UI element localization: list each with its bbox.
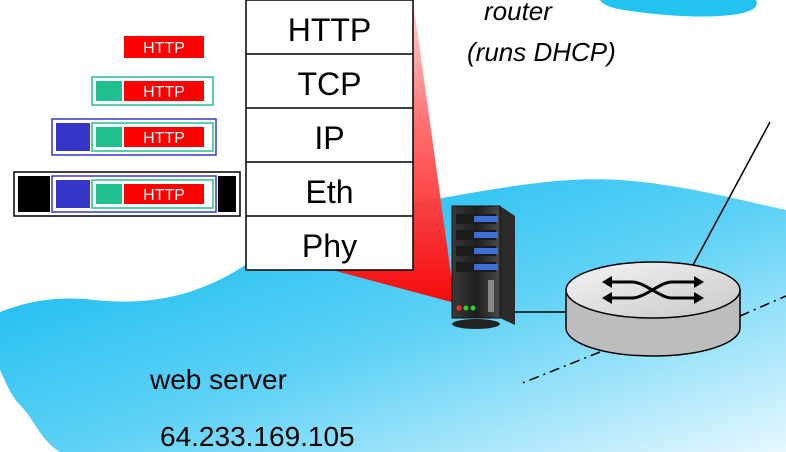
router-cloud bbox=[600, 0, 757, 17]
http-label: HTTP bbox=[143, 84, 185, 101]
router-label: router bbox=[484, 0, 553, 26]
server-ip-address: 64.233.169.105 bbox=[160, 421, 355, 452]
http-label: HTTP bbox=[143, 187, 185, 204]
layer-eth: Eth bbox=[305, 174, 353, 210]
message-ip-datagram: HTTP bbox=[51, 118, 217, 156]
server-label: web server bbox=[149, 364, 287, 395]
link-router-left bbox=[519, 351, 601, 385]
message-tcp-segment: HTTP bbox=[91, 76, 214, 106]
router-dhcp-label: (runs DHCP) bbox=[467, 37, 616, 67]
layer-phy: Phy bbox=[302, 228, 357, 264]
protocol-stack: HTTP TCP IP Eth Phy bbox=[245, 0, 414, 271]
link-router-up bbox=[685, 121, 771, 279]
http-label: HTTP bbox=[143, 130, 185, 147]
layer-tcp: TCP bbox=[298, 66, 362, 102]
http-label: HTTP bbox=[143, 40, 185, 57]
server-icon bbox=[451, 205, 515, 329]
message-eth-frame: HTTP bbox=[13, 171, 241, 217]
layer-ip: IP bbox=[314, 120, 344, 156]
network-cloud bbox=[0, 179, 786, 452]
link-router-right bbox=[739, 295, 786, 317]
router-icon bbox=[565, 261, 741, 357]
layer-http: HTTP bbox=[288, 12, 372, 48]
message-http: HTTP bbox=[124, 36, 204, 58]
